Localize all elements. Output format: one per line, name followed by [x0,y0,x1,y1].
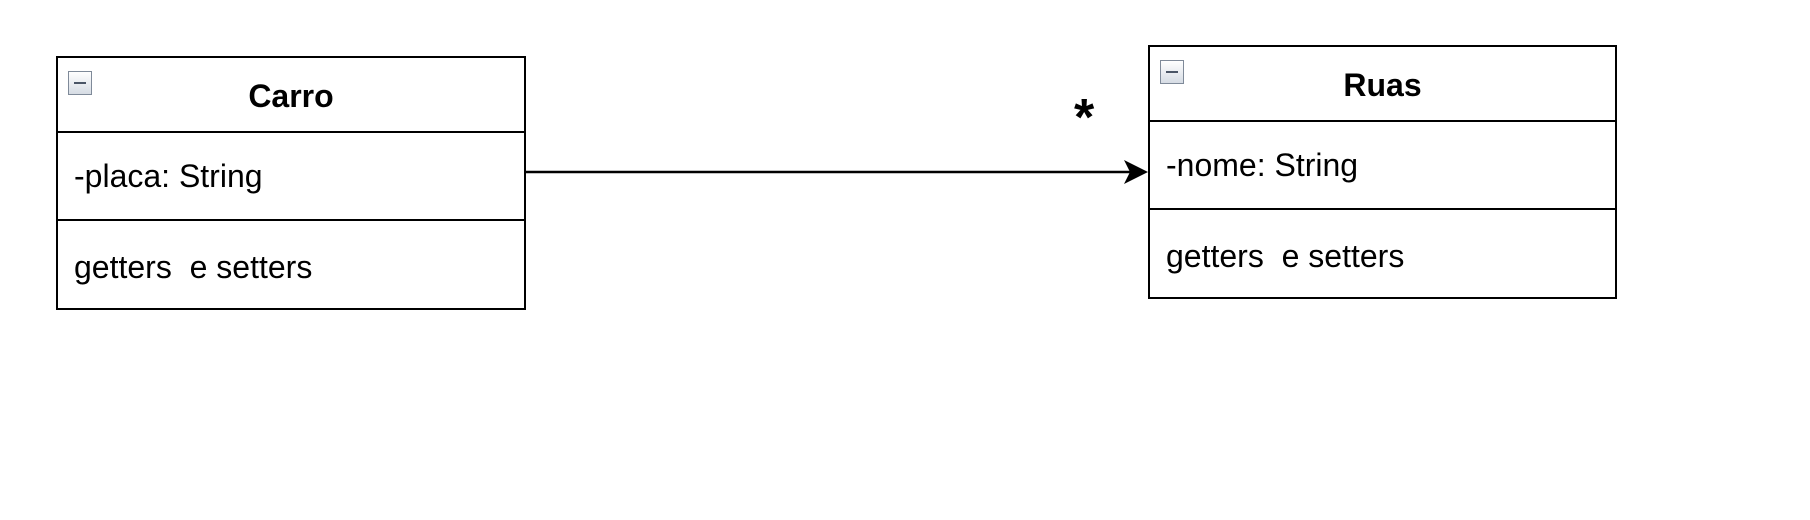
method-item: getters e setters [1166,238,1405,274]
class-attributes[interactable]: -nome: String [1150,122,1615,210]
class-box-carro[interactable]: Carro -placa: String getters e setters [56,56,526,310]
arrowhead-icon [1124,160,1148,184]
class-name: Carro [248,78,334,114]
attribute-item: -nome: String [1166,146,1359,183]
class-header: Carro [58,58,524,133]
class-name: Ruas [1343,67,1422,103]
association-multiplicity[interactable]: * [1074,89,1095,147]
collapse-minus-icon[interactable] [68,71,92,95]
collapse-minus-icon[interactable] [1160,60,1184,84]
attribute-item: -placa: String [74,157,263,194]
method-item: getters e setters [74,249,313,285]
class-methods[interactable]: getters e setters [58,221,524,308]
class-methods[interactable]: getters e setters [1150,210,1615,297]
class-attributes[interactable]: -placa: String [58,133,524,221]
class-header: Ruas [1150,47,1615,122]
class-box-ruas[interactable]: Ruas -nome: String getters e setters [1148,45,1617,299]
